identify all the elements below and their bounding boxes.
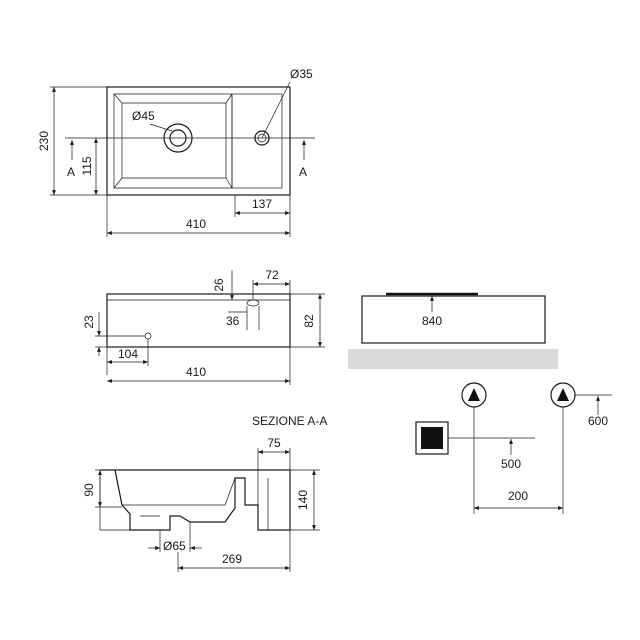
supply-triangle-right-icon <box>557 388 569 401</box>
bowl-depth-dim-label: 90 <box>82 483 96 497</box>
supply-view: 600 500 200 <box>415 382 612 514</box>
tap-deck <box>231 93 283 189</box>
width-dim-label: 410 <box>186 217 206 231</box>
basin-side-outline <box>361 295 546 344</box>
section-view: SEZIONE A-A 75 90 140 Ø65 269 <box>82 414 327 572</box>
height-dim-label: 230 <box>37 131 51 151</box>
top-view: Ø45 Ø35 230 115 A A 137 410 <box>37 67 315 237</box>
basin-outline-front <box>106 293 291 348</box>
front-width-dim-label: 410 <box>186 365 206 379</box>
tap-hole-dim-label: 36 <box>226 314 240 328</box>
section-title: SEZIONE A-A <box>252 414 327 428</box>
waste-height-dim-label: 500 <box>501 457 521 471</box>
tap-from-right-dim-label: 72 <box>265 268 279 282</box>
half-height-dim-label: 115 <box>80 156 94 175</box>
tap-from-top-dim-label: 26 <box>212 278 226 292</box>
tap-hole-front <box>246 299 260 307</box>
overflow-offset-dim-label: 104 <box>118 347 138 361</box>
overflow-hole <box>144 332 152 340</box>
install-view: 840 <box>348 292 558 369</box>
section-profile <box>100 469 291 531</box>
supply-height-dim-label: 600 <box>588 414 608 428</box>
waste-diameter-label: Ø45 <box>132 109 155 123</box>
supply-triangle-left-icon <box>468 388 480 401</box>
waste-square-icon <box>421 427 443 449</box>
countertop <box>348 349 558 369</box>
section-total-height-dim-label: 140 <box>296 490 310 510</box>
overflow-height-dim-label: 23 <box>82 315 96 329</box>
section-waste-diameter-label: Ø65 <box>163 539 186 553</box>
top-height-dim-label: 840 <box>422 314 442 328</box>
section-mark-left: A <box>67 165 75 179</box>
tap-depth-dim-label: 75 <box>267 436 281 450</box>
waste-offset-dim-label: 269 <box>222 552 242 566</box>
supply-spacing-dim-label: 200 <box>508 489 528 503</box>
front-view: 72 26 36 82 23 104 410 <box>82 268 325 385</box>
total-height-dim-label: 82 <box>302 314 316 328</box>
section-mark-right: A <box>299 165 307 179</box>
tap-offset-dim-label: 137 <box>252 197 272 211</box>
basin-outline-top <box>106 86 291 196</box>
tap-hole-diameter-label: Ø35 <box>290 67 313 81</box>
